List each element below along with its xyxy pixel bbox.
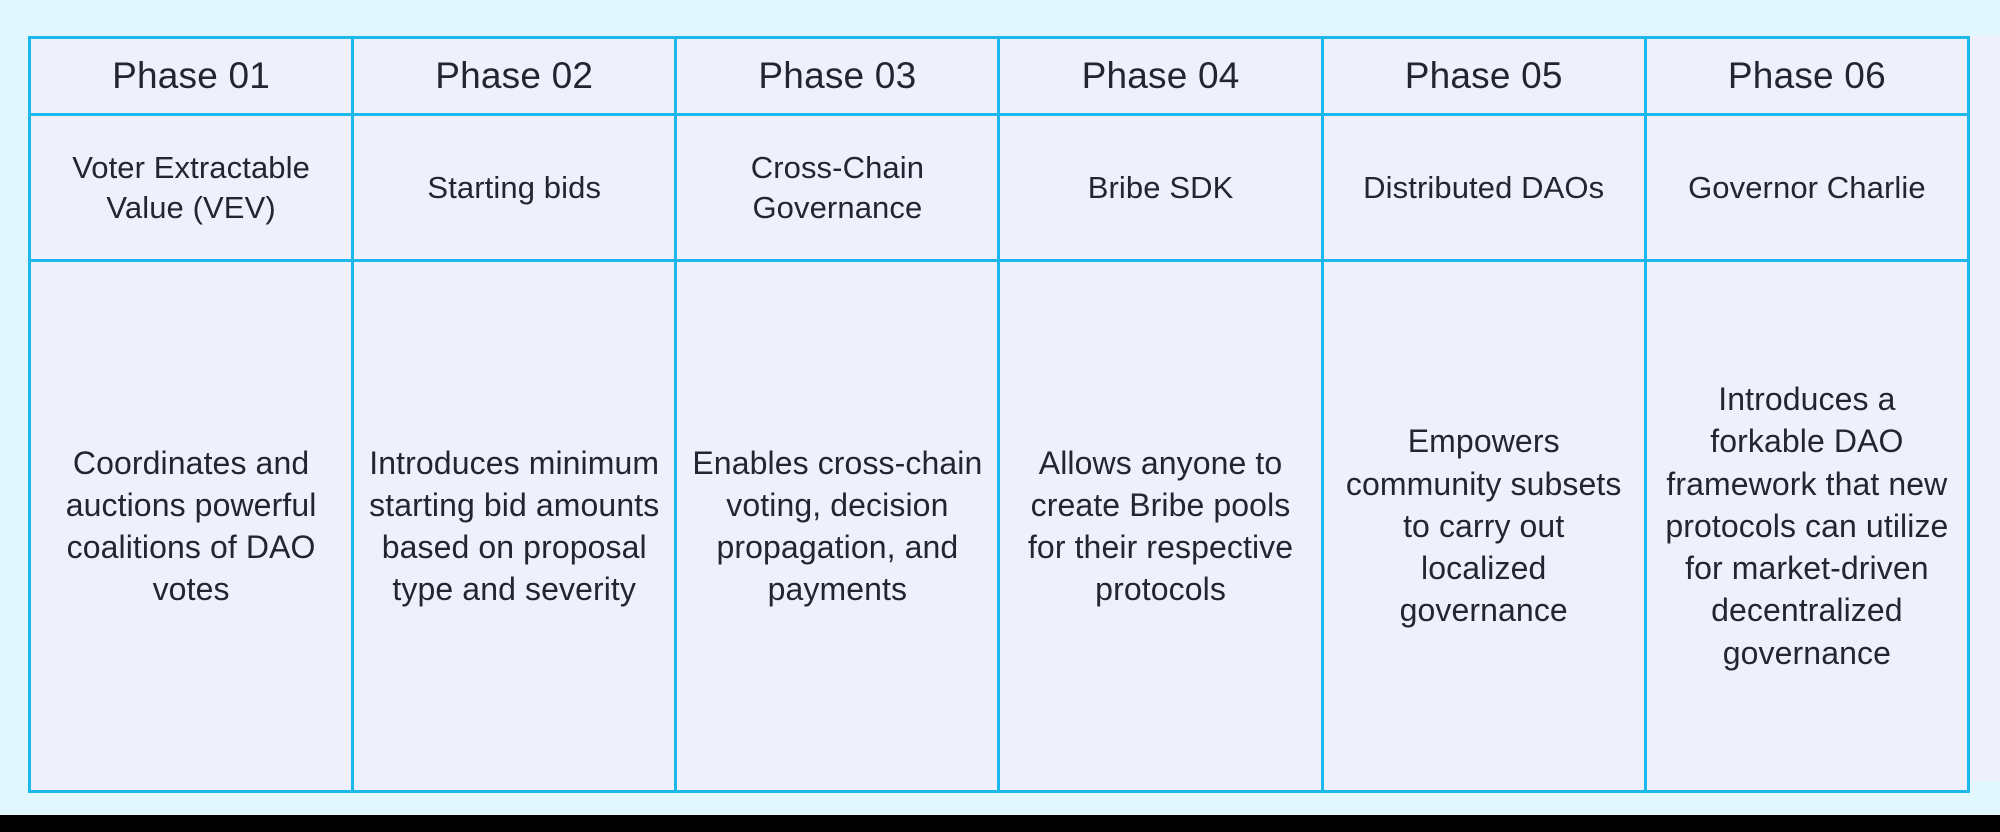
top-margin-band (0, 0, 2000, 36)
phase-title-cell-5: Distributed DAOs (1320, 113, 1647, 262)
phase-header-cell-2: Phase 02 (351, 36, 678, 116)
table-row-phase-descriptions: Coordinates and auctions powerful coalit… (27, 259, 1971, 793)
phase-description-cell-3: Enables cross-chain voting, decision pro… (674, 259, 1001, 793)
phase-header-cell-1: Phase 01 (27, 36, 355, 116)
bottom-letterbox-bar (0, 815, 2000, 832)
phase-description-cell-6: Introduces a forkable DAO framework that… (1643, 259, 1971, 793)
phase-description-text-2: Introduces minimum starting bid amounts … (369, 444, 660, 608)
phase-title-cell-6: Governor Charlie (1643, 113, 1971, 262)
phase-description-cell-5: Empowers community subsets to carry out … (1320, 259, 1647, 793)
phase-title-cell-3: Cross-Chain Governance (674, 113, 1001, 262)
phase-header-cell-6: Phase 06 (1643, 36, 1971, 116)
phase-description-text-6: Introduces a forkable DAO framework that… (1665, 381, 1949, 671)
phase-title-cell-1: Voter Extractable Value (VEV) (27, 113, 355, 262)
phase-description-cell-1: Coordinates and auctions powerful coalit… (27, 259, 355, 793)
phase-description-text-1: Coordinates and auctions powerful coalit… (65, 444, 317, 608)
left-margin-band (0, 0, 28, 815)
phase-title-cell-4: Bribe SDK (997, 113, 1324, 262)
phase-header-cell-3: Phase 03 (674, 36, 1001, 116)
table-row-phase-headers: Phase 01 Phase 02 Phase 03 Phase 04 Phas… (27, 36, 1971, 116)
phase-header-cell-4: Phase 04 (997, 36, 1324, 116)
phase-title-cell-2: Starting bids (351, 113, 678, 262)
phase-header-cell-5: Phase 05 (1320, 36, 1647, 116)
phase-description-text-4: Allows anyone to create Bribe pools for … (1027, 444, 1294, 608)
phase-description-text-5: Empowers community subsets to carry out … (1345, 423, 1622, 629)
phase-description-text-3: Enables cross-chain voting, decision pro… (692, 444, 983, 608)
phase-description-cell-2: Introduces minimum starting bid amounts … (351, 259, 678, 793)
phase-description-cell-4: Allows anyone to create Bribe pools for … (997, 259, 1324, 793)
table-row-phase-titles: Voter Extractable Value (VEV) Starting b… (27, 113, 1971, 262)
roadmap-phase-table: Phase 01 Phase 02 Phase 03 Phase 04 Phas… (27, 36, 1971, 793)
